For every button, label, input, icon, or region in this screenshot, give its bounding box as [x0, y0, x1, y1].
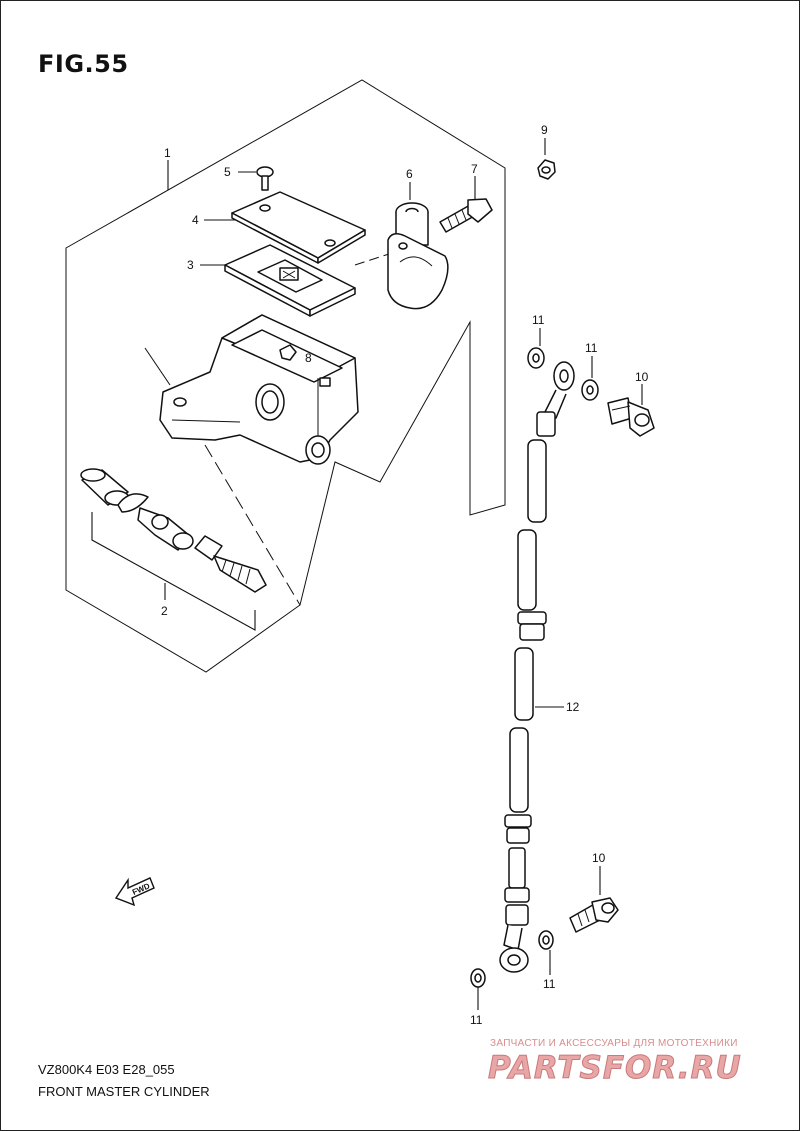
piston-kit-2: [80, 468, 267, 593]
clamp-bolt-7: [439, 198, 493, 233]
callout-2: 2: [161, 604, 168, 618]
washer-11c: [538, 930, 554, 950]
cover-screw-5: [256, 166, 274, 191]
callout-11b: 11: [585, 341, 598, 355]
callout-10b: 10: [592, 851, 606, 865]
watermark-logo: PARTSFOR.RU: [488, 1050, 742, 1087]
assembly-boundary: [65, 79, 506, 673]
callout-3: 3: [187, 258, 194, 272]
guide-line: [144, 347, 171, 386]
figure-title: FIG.55: [38, 50, 129, 78]
master-cylinder-body: [159, 314, 359, 465]
fwd-arrow-icon: FWD: [114, 877, 155, 907]
small-part-8: [279, 344, 297, 361]
fwd-label: FWD: [131, 881, 152, 897]
callout-1: 1: [164, 146, 171, 160]
washer-11d: [470, 968, 486, 988]
callout-11a: 11: [532, 313, 545, 327]
callout-8: 8: [305, 351, 312, 365]
union-bolt-10b: [569, 897, 619, 933]
union-bolt-10a: [607, 397, 655, 437]
callout-11c: 11: [543, 977, 556, 991]
brake-hose-12: [499, 361, 575, 973]
washer-11a: [527, 347, 545, 369]
callout-11d: 11: [470, 1013, 483, 1027]
reservoir-cover-4: [231, 191, 366, 264]
guide-line: [204, 444, 301, 606]
nut-9: [537, 159, 556, 180]
callout-6: 6: [406, 167, 413, 181]
figure-caption: FRONT MASTER CYLINDER: [38, 1084, 210, 1099]
clamp-holder-6: [387, 202, 449, 310]
callout-5: 5: [224, 165, 231, 179]
callout-12: 12: [566, 700, 580, 714]
callout-4: 4: [192, 213, 199, 227]
callout-7: 7: [471, 162, 478, 176]
diaphragm-plate-3: [224, 244, 356, 317]
washer-11b: [581, 379, 599, 401]
watermark-tagline: ЗАПЧАСТИ И АКСЕССУАРЫ ДЛЯ МОТОТЕХНИКИ: [490, 1038, 738, 1049]
model-code: VZ800K4 E03 E28_055: [38, 1062, 175, 1077]
callout-9: 9: [541, 123, 548, 137]
callout-10a: 10: [635, 370, 649, 384]
